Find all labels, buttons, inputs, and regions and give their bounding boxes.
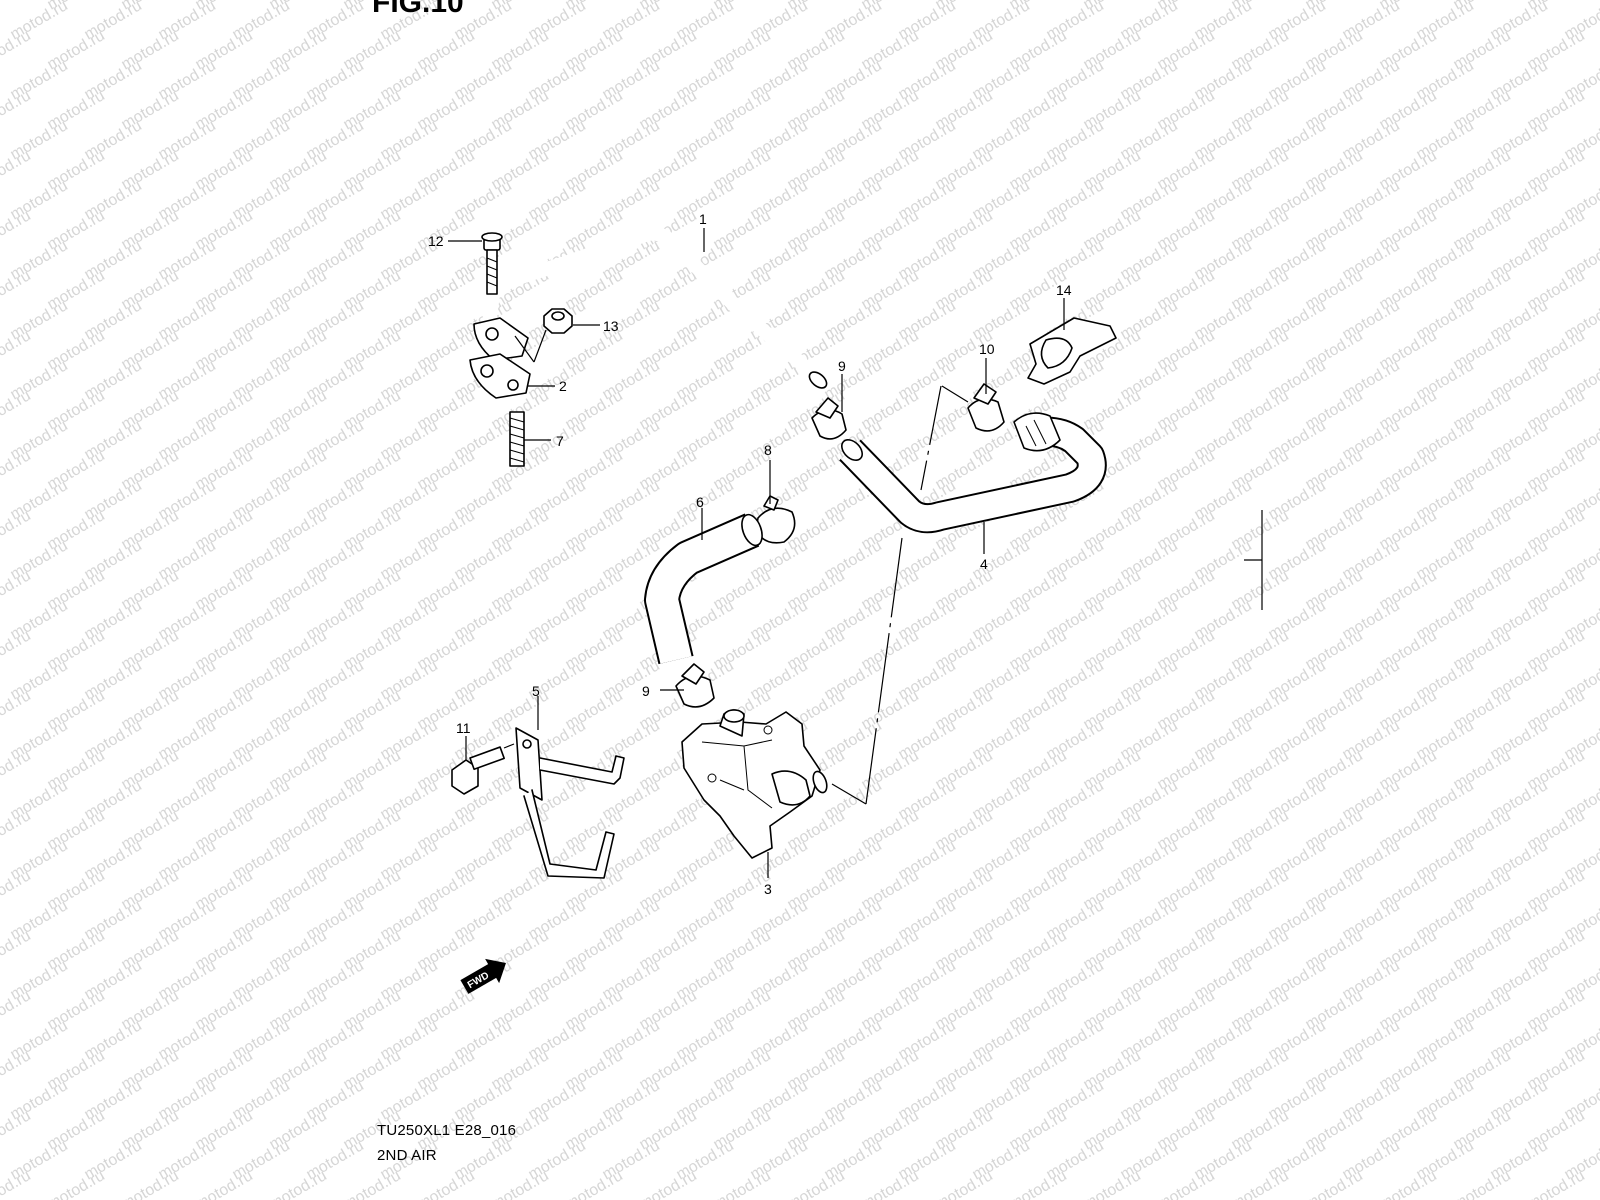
callout-labels: 1 2 3 4 5 6 7 8 9 9 10 11 12 13 14 xyxy=(428,211,1072,897)
gasket-2 xyxy=(469,353,531,399)
callout-6: 6 xyxy=(696,494,704,510)
bolt-11 xyxy=(451,743,515,795)
fwd-arrow-icon: FWD xyxy=(460,958,506,994)
callout-13: 13 xyxy=(603,318,619,334)
clamp-14 xyxy=(1027,317,1117,385)
routing-lines xyxy=(831,385,1263,805)
hose-4 xyxy=(839,412,1107,534)
callout-9-lower: 9 xyxy=(642,683,650,699)
hose-6 xyxy=(644,513,763,665)
air-pipe-1 xyxy=(473,226,828,389)
clamp-9-lower xyxy=(675,663,715,708)
figure-title: FIG.10 xyxy=(372,0,464,19)
bolt-12 xyxy=(481,232,503,295)
air-valve-3 xyxy=(681,709,828,859)
clamp-9-upper xyxy=(811,397,847,440)
callout-9-upper: 9 xyxy=(838,358,846,374)
callout-8: 8 xyxy=(764,442,772,458)
stud-7 xyxy=(509,411,525,467)
callout-10: 10 xyxy=(979,341,995,357)
callout-4: 4 xyxy=(980,556,988,572)
nut-13 xyxy=(514,308,573,363)
callout-3: 3 xyxy=(764,881,772,897)
clamp-10 xyxy=(967,383,1005,432)
callout-2: 2 xyxy=(559,378,567,394)
callout-1: 1 xyxy=(699,211,707,227)
callout-5: 5 xyxy=(532,683,540,699)
callout-leaders xyxy=(448,228,1065,878)
callout-11: 11 xyxy=(456,720,471,736)
bracket-5 xyxy=(515,727,625,879)
callout-14: 14 xyxy=(1056,282,1072,298)
clamp-8 xyxy=(755,495,796,544)
callout-12: 12 xyxy=(428,233,444,249)
caption-section-name: 2ND AIR xyxy=(377,1147,437,1164)
callout-7: 7 xyxy=(556,433,564,449)
caption-model-code: TU250XL1 E28_016 xyxy=(377,1122,517,1139)
